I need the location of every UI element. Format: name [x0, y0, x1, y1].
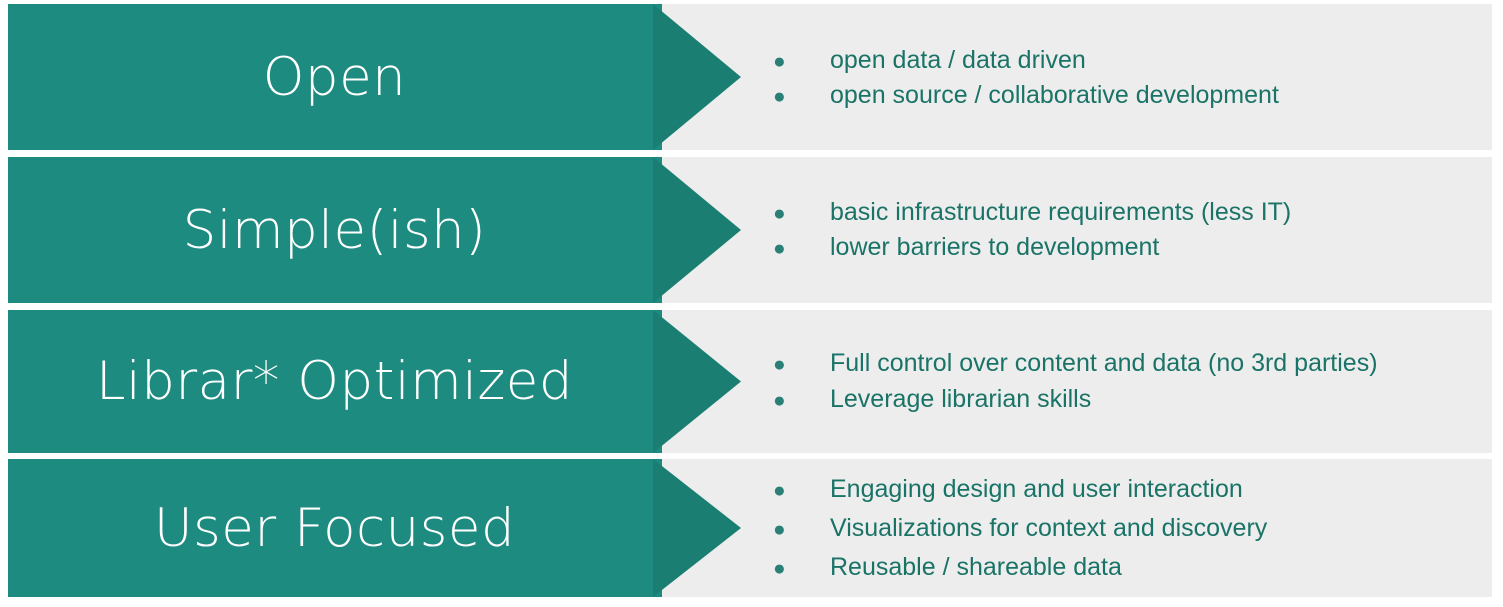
bullet-list: ● Full control over content and data (no… [765, 310, 1492, 453]
list-item: ● open data / data driven [773, 43, 1492, 79]
bullet-dot-icon: ● [773, 237, 786, 260]
list-item: ● Reusable / shareable data [773, 548, 1492, 587]
list-item-label: lower barriers to development [830, 233, 1160, 261]
list-item: ● Full control over content and data (no… [773, 346, 1492, 382]
principle-row-open: Open ● open data / data driven ● open so… [8, 4, 1492, 150]
principle-label: Simple(ish) [182, 199, 487, 261]
bullet-dot-icon: ● [773, 85, 786, 108]
principle-row-librar-optimized: Librar* Optimized ● Full control over co… [8, 310, 1492, 453]
chevron-shape [8, 310, 741, 453]
principle-row-user-focused: User Focused ● Engaging design and user … [8, 459, 1492, 597]
bullet-dot-icon: ● [773, 49, 786, 73]
bullet-dot-icon: ● [773, 478, 786, 502]
list-item: ● Visualizations for context and discove… [773, 509, 1492, 548]
list-item-label: Leverage librarian skills [830, 384, 1092, 413]
list-item: ● lower barriers to development [773, 230, 1492, 266]
principle-row-simple: Simple(ish) ● basic infrastructure requi… [8, 157, 1492, 303]
list-item-label: basic infrastructure requirements (less … [830, 197, 1292, 226]
bullet-dot-icon: ● [773, 556, 786, 580]
bullet-dot-icon: ● [773, 201, 786, 225]
bullet-dot-icon: ● [773, 353, 786, 376]
list-item: ● Leverage librarian skills [773, 382, 1492, 418]
principle-label: Open [262, 46, 407, 108]
chevron-shape [8, 459, 741, 597]
bullet-dot-icon: ● [773, 388, 786, 412]
list-item-label: Visualizations for context and discovery [830, 513, 1268, 542]
list-item-label: Full control over content and data (no 3… [830, 349, 1378, 377]
list-item-label: Engaging design and user interaction [830, 474, 1243, 503]
list-item: ● open source / collaborative developmen… [773, 78, 1492, 114]
chevron-shape [8, 157, 741, 303]
list-item-label: open source / collaborative development [830, 81, 1279, 109]
list-item-label: open data / data driven [830, 45, 1086, 74]
chevron-shape [8, 4, 741, 150]
list-item-label: Reusable / shareable data [830, 552, 1122, 581]
bullet-list: ● Engaging design and user interaction ●… [765, 459, 1492, 597]
list-item: ● basic infrastructure requirements (les… [773, 195, 1492, 231]
bullet-list: ● open data / data driven ● open source … [765, 4, 1492, 150]
bullet-list: ● basic infrastructure requirements (les… [765, 157, 1492, 303]
principle-label: User Focused [153, 497, 516, 559]
principle-label: Librar* Optimized [95, 351, 574, 412]
bullet-dot-icon: ● [773, 517, 786, 541]
list-item: ● Engaging design and user interaction [773, 470, 1492, 509]
